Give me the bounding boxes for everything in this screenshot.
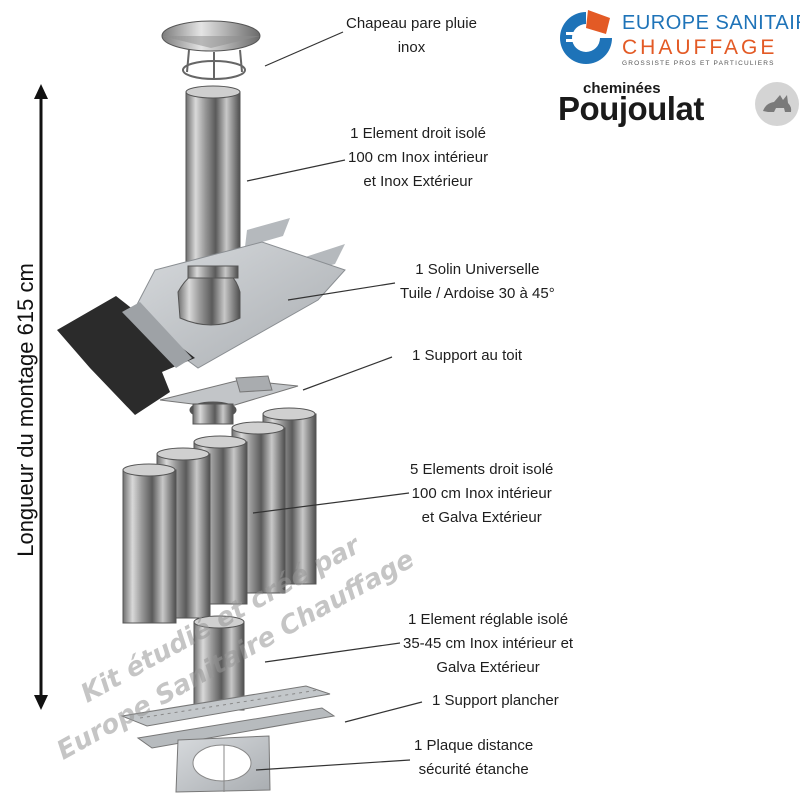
pipe-1 xyxy=(122,463,177,624)
logo-es-line-2: CHAUFFAGE xyxy=(622,36,778,59)
annotation-elements-droits-line-3: et Galva Extérieur xyxy=(421,509,542,526)
annotation-plaque-line-1: 1 Plaque distance xyxy=(414,737,534,754)
annotation-plaque: 1 Plaque distance sécurité étanche xyxy=(414,734,533,782)
europe-sanitaire-mark-icon xyxy=(560,10,612,64)
annotation-support-toit: 1 Support au toit xyxy=(412,344,522,368)
annotation-elements-droits: 5 Elements droit isolé 100 cm Inox intér… xyxy=(410,458,553,530)
floor-support xyxy=(120,685,336,749)
logo-es-line-3: GROSSISTE PROS ET PARTICULIERS xyxy=(622,60,775,67)
annotation-support-plancher: 1 Support plancher xyxy=(432,689,559,713)
annotation-element-reglable-line-1: 1 Element réglable isolé xyxy=(408,611,569,628)
annotation-element-droit-line-1: 1 Element droit isolé xyxy=(350,125,486,142)
annotation-element-droit: 1 Element droit isolé 100 cm Inox intéri… xyxy=(348,122,488,194)
adjustable-element xyxy=(193,615,245,711)
logo-poujoulat: cheminées Poujoulat xyxy=(556,80,800,130)
annotation-element-reglable-line-2: 35-45 cm Inox intérieur et xyxy=(403,635,574,652)
annotation-elements-droits-line-1: 5 Elements droit isolé xyxy=(410,461,554,478)
rain-cap xyxy=(161,20,261,80)
annotation-solin-line-1: 1 Solin Universelle xyxy=(415,261,540,278)
logo-es-line-1: EUROPE SANITAIRE xyxy=(622,12,800,34)
annotation-solin-line-2: Tuile / Ardoise 30 à 45° xyxy=(400,285,555,302)
annotation-chapeau-line-2: inox xyxy=(397,39,426,56)
dimension-label: Longueur du montage 615 cm xyxy=(13,263,38,557)
logo-europe-sanitaire: EUROPE SANITAIRE CHAUFFAGE GROSSISTE PRO… xyxy=(556,6,800,72)
roof-flashing xyxy=(57,218,346,415)
logo-poujoulat-line-2: Poujoulat xyxy=(558,90,704,127)
leader-lines xyxy=(246,31,423,771)
annotation-support-toit-line-1: 1 Support au toit xyxy=(412,347,523,364)
dimension-arrow xyxy=(34,84,48,710)
annotation-element-droit-line-2: 100 cm Inox intérieur xyxy=(348,149,489,166)
annotation-element-droit-line-3: et Inox Extérieur xyxy=(363,173,473,190)
annotation-plaque-line-2: sécurité étanche xyxy=(418,761,529,778)
annotation-element-reglable-line-3: Galva Extérieur xyxy=(436,659,540,676)
annotation-solin: 1 Solin Universelle Tuile / Ardoise 30 à… xyxy=(400,258,555,306)
logo-poujoulat-line-1: cheminées xyxy=(583,80,661,97)
annotation-chapeau-line-1: Chapeau pare pluie xyxy=(346,15,477,32)
top-straight-element xyxy=(185,85,241,271)
roof-support xyxy=(159,375,299,425)
safety-plate xyxy=(175,735,271,793)
annotation-support-plancher-line-1: 1 Support plancher xyxy=(432,692,559,709)
annotation-element-reglable: 1 Element réglable isolé 35-45 cm Inox i… xyxy=(403,608,573,680)
annotation-elements-droits-line-2: 100 cm Inox intérieur xyxy=(411,485,552,502)
annotation-chapeau: Chapeau pare pluie inox xyxy=(346,12,477,60)
cat-emblem-icon xyxy=(755,82,799,126)
